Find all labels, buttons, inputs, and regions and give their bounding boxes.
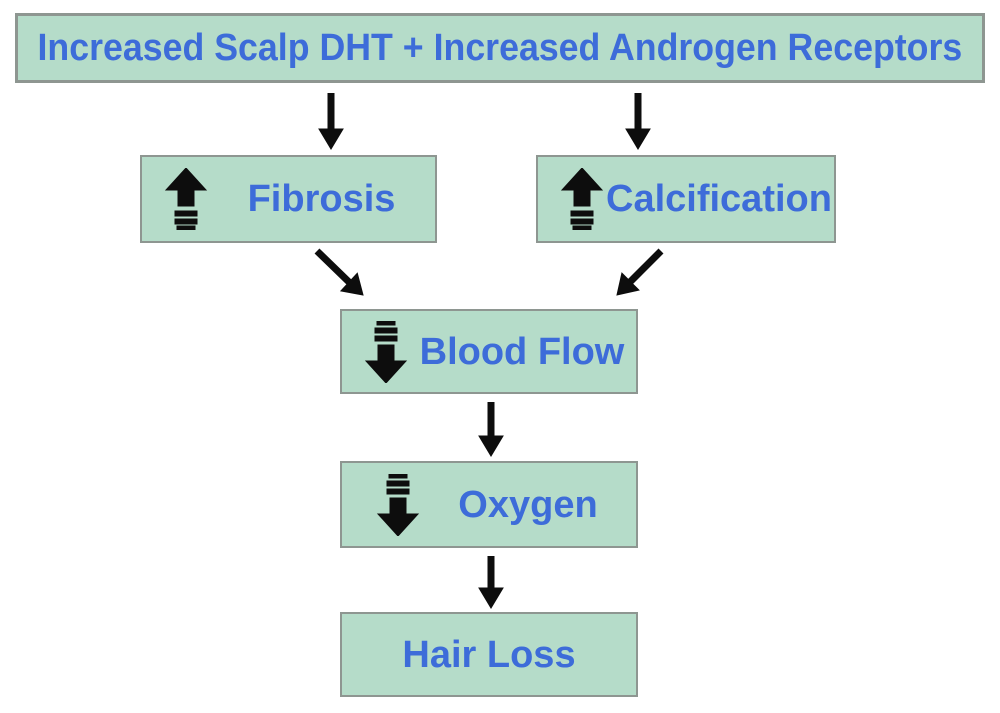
connector-arrow-fibrosis-to-bloodflow (314, 248, 364, 296)
node-label: Calcification (606, 178, 832, 220)
connector-arrow-calcification-to-bloodflow (616, 248, 664, 296)
node-blood-flow: Blood Flow (340, 309, 638, 394)
decrease-arrow-icon (376, 473, 420, 536)
connector-arrow-bloodflow-to-oxygen (478, 402, 504, 457)
node-title-banner: Increased Scalp DHT + Increased Androgen… (15, 13, 985, 83)
node-hair-loss: Hair Loss (340, 612, 638, 697)
node-label: Oxygen (458, 483, 598, 526)
title-label: Increased Scalp DHT + Increased Androgen… (37, 27, 963, 69)
node-fibrosis: Fibrosis (140, 155, 437, 243)
node-oxygen: Oxygen (340, 461, 638, 548)
node-label: Fibrosis (247, 178, 396, 220)
connector-arrow-oxygen-to-hairloss (478, 556, 504, 609)
increase-arrow-icon (560, 168, 604, 230)
node-label: Blood Flow (419, 330, 625, 373)
connector-arrow-title-to-calcification (625, 93, 651, 150)
decrease-arrow-icon (364, 320, 408, 383)
node-calcification: Calcification (536, 155, 836, 243)
increase-arrow-icon (164, 168, 208, 230)
connector-arrow-title-to-fibrosis (318, 93, 344, 150)
node-label: Hair Loss (402, 633, 576, 676)
